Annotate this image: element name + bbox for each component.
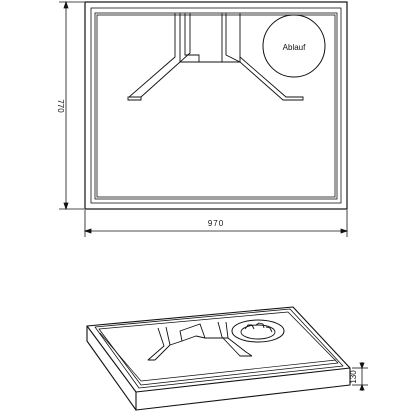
plan-drain-circle [262, 14, 326, 78]
iso-channel-mid-b [181, 335, 206, 342]
plan-channel-right-b [221, 13, 241, 63]
iso-floor-edge [99, 332, 337, 382]
plan-channel-left-a [127, 13, 176, 98]
iso-drain-outer [231, 319, 285, 343]
plan-channel-right-c [239, 56, 304, 101]
plan-floor-outer [94, 12, 338, 200]
iso-view [86, 306, 351, 411]
plan-channel-right-a [225, 13, 241, 63]
iso-channel-mid [169, 323, 228, 346]
dimension-depth [59, 0, 84, 211]
plan-floor-inner [96, 14, 336, 198]
dimension-width [83, 210, 349, 237]
iso-channel-right-b [225, 321, 253, 357]
plan-view [84, 1, 348, 210]
iso-left-face [86, 326, 137, 411]
iso-channel-left-b [154, 326, 171, 361]
iso-channel-left [147, 327, 165, 361]
iso-drain-inner [240, 324, 276, 340]
iso-front-face [135, 368, 351, 411]
dimension-height [352, 362, 368, 391]
dimension-depth-label: 770 [56, 99, 65, 113]
iso-inner-rim [94, 308, 344, 389]
drain-label: Ablauf [283, 43, 306, 52]
plan-outer-rim [84, 1, 348, 210]
plan-inner-rim [90, 7, 342, 204]
iso-floor-outline [98, 311, 339, 386]
plan-channel-left-c [179, 13, 191, 63]
iso-channel-right [217, 321, 252, 357]
dimension-height-label: 130 [349, 370, 358, 384]
dimension-width-label: 970 [208, 219, 224, 228]
plan-channel-left-b [127, 13, 181, 101]
iso-drain-teeth [244, 322, 273, 333]
plan-channel-left-top [179, 13, 200, 63]
